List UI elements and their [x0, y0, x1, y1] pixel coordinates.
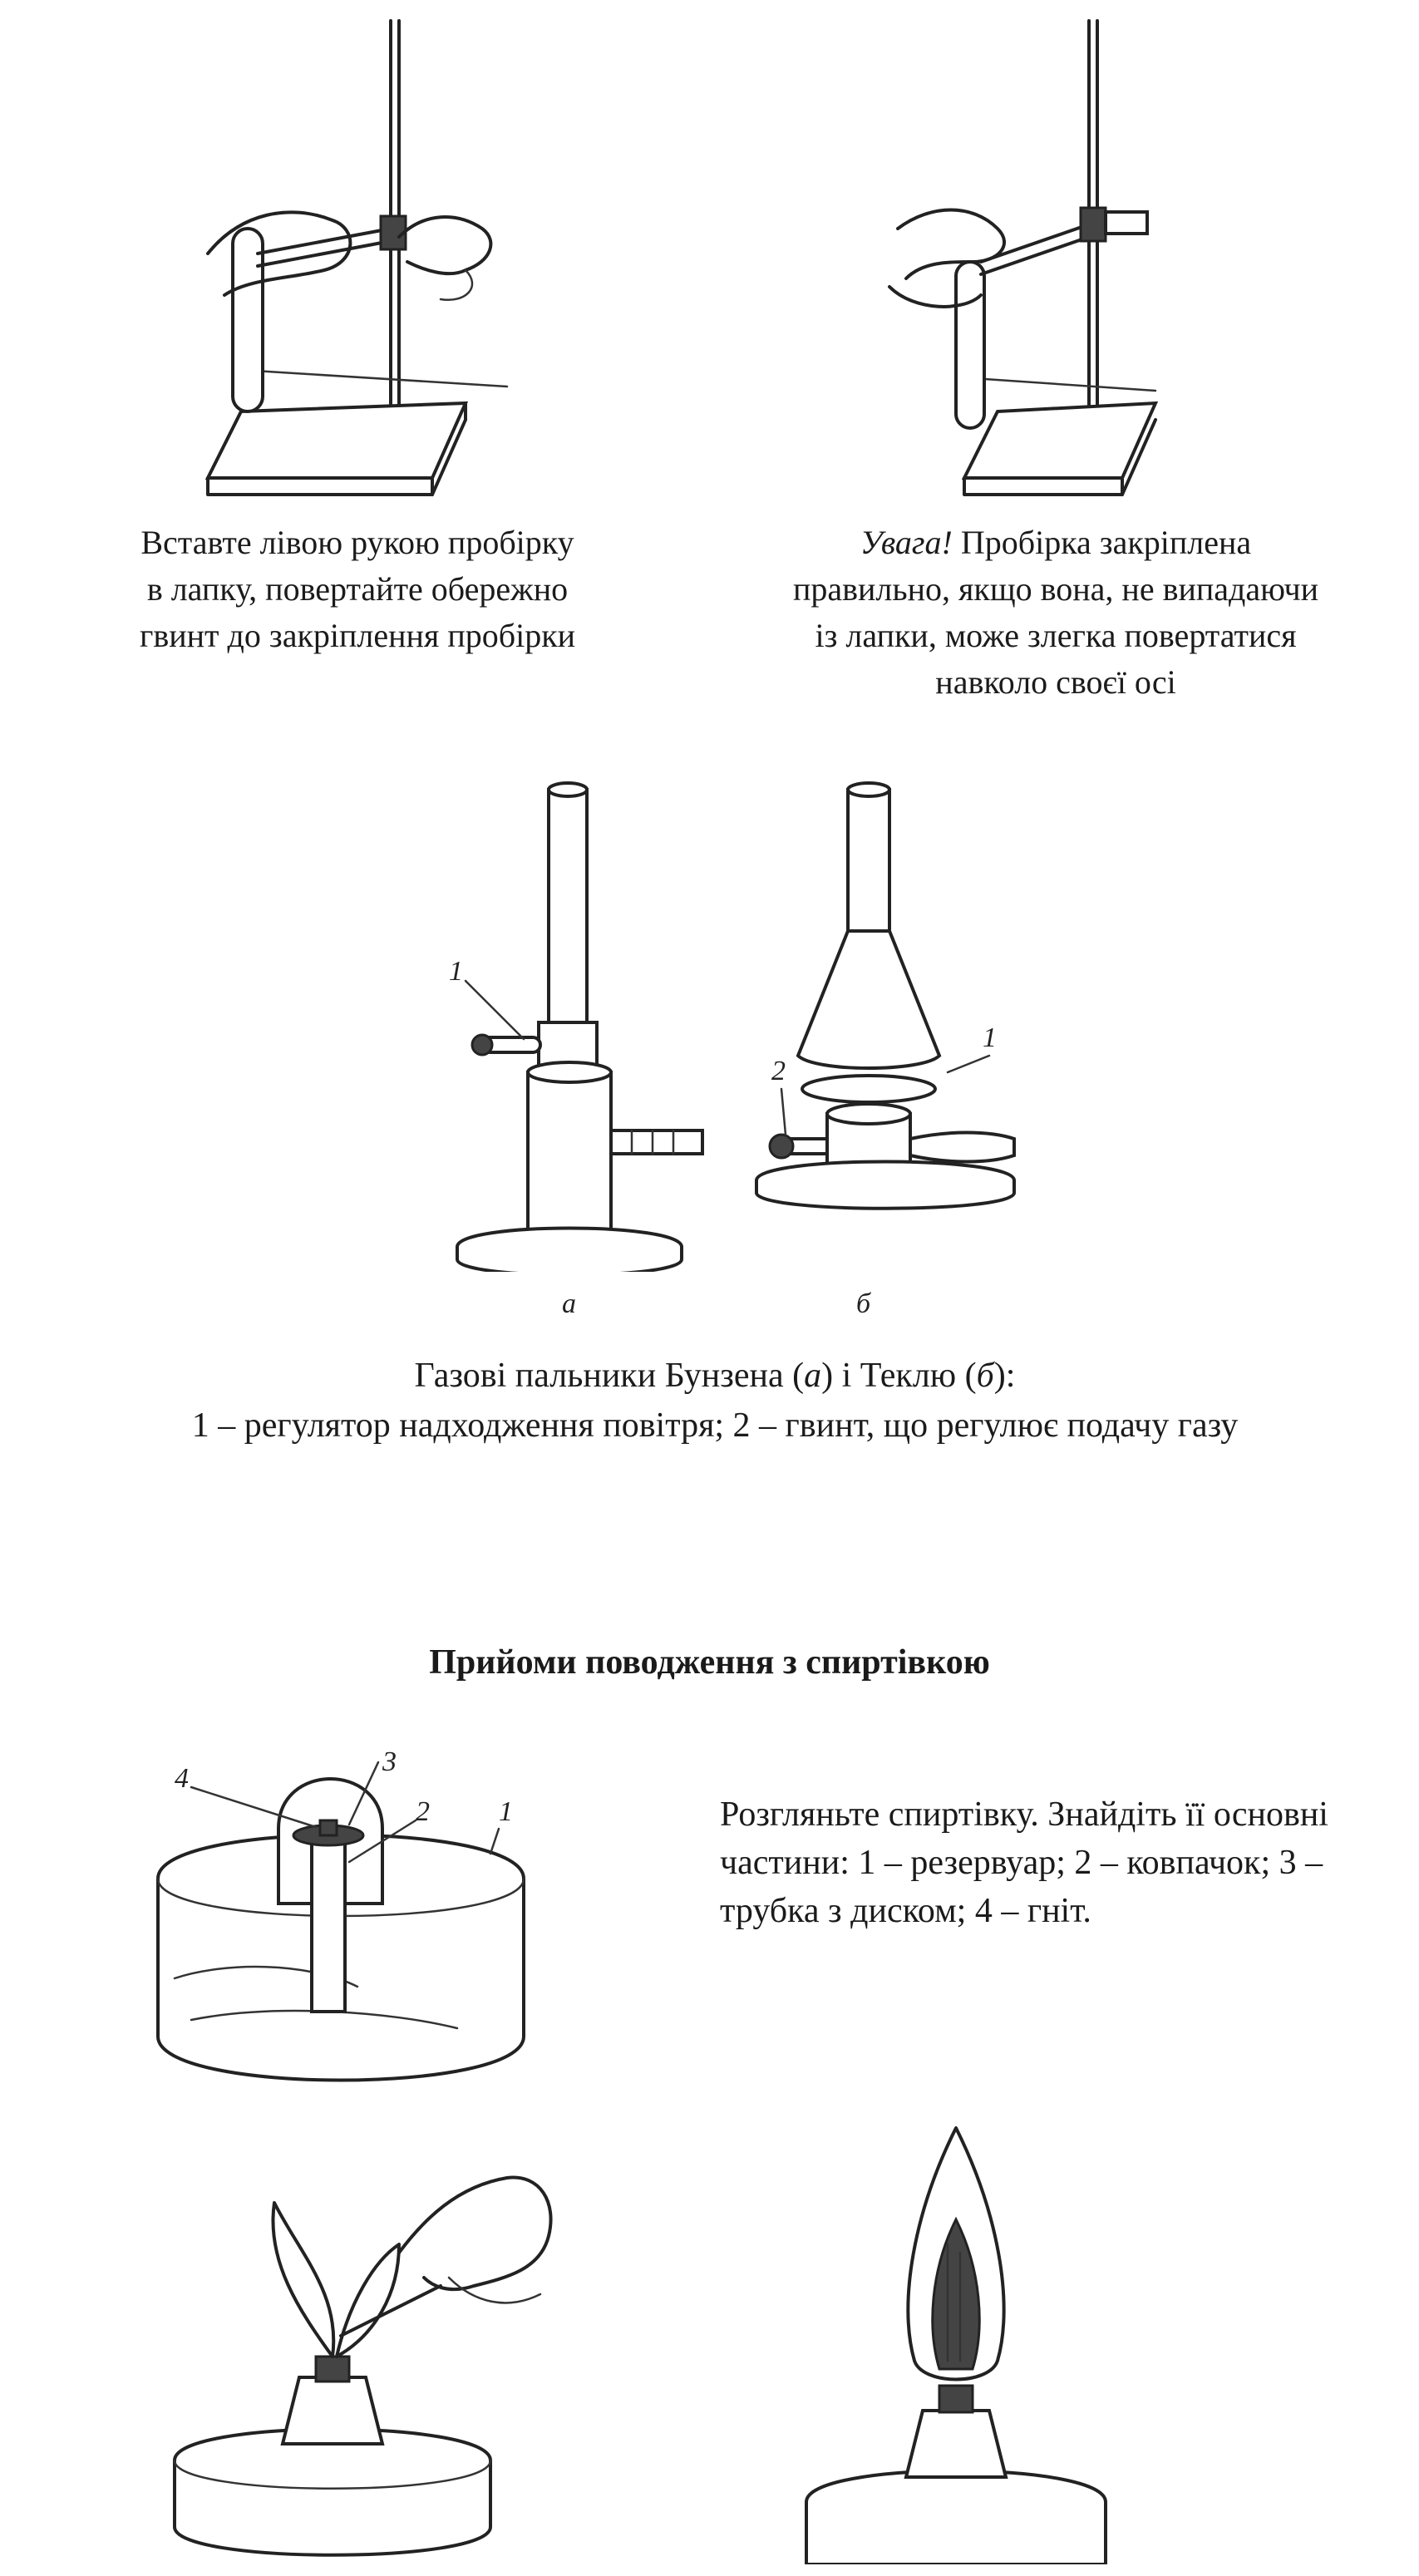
- lamp-label-4: 4: [175, 1763, 189, 1794]
- burner-label-2: 2: [771, 1056, 786, 1086]
- lamp-label-2: 2: [416, 1796, 430, 1827]
- bunsen-burner-illustration: 1: [441, 773, 715, 1272]
- burner-label-b: б: [856, 1288, 871, 1319]
- attention-word: Увага!: [860, 524, 953, 561]
- lamp-label-3: 3: [382, 1746, 397, 1777]
- spirit-lamp-instructions: Розгляньте спиртівку. Знайдіть її основн…: [720, 1795, 1328, 1930]
- right-caption-line: навколо своєї осі: [935, 663, 1176, 701]
- caption-text: Газові пальники Бунзена (: [414, 1357, 805, 1395]
- burners-caption-legend: 1 – регулятор надходження повітря; 2 – г…: [191, 1406, 1239, 1445]
- stand-insert-illustration: [191, 12, 549, 511]
- burning-spirit-lamp-illustration: [790, 2111, 1122, 2564]
- left-caption-line: Вставте лівою рукою пробірку: [140, 524, 574, 561]
- lamp-label-1: 1: [499, 1796, 513, 1827]
- burners-caption: Газові пальники Бунзена (а) і Теклю (б):…: [33, 1351, 1397, 1451]
- stand-fixed-illustration: [873, 12, 1189, 511]
- burner-label-1: 1: [449, 956, 463, 987]
- burner-label-1b: 1: [983, 1022, 997, 1053]
- left-caption-line: гвинт до закріплення пробірки: [139, 617, 576, 654]
- right-caption-line: правильно, якщо вона, не випадаючи: [792, 570, 1319, 608]
- right-caption-line: із лапки, може злегка повертатися: [815, 617, 1297, 654]
- caption-text: ):: [993, 1357, 1016, 1395]
- right-caption-line: Увага! Пробірка закріплена: [723, 520, 1388, 566]
- caption-italic-b: б: [976, 1357, 994, 1395]
- spirit-lamp-parts-illustration: 4 3 2 1: [141, 1737, 540, 2103]
- spirit-lamp-heading: Прийоми поводження з спиртівкою: [429, 1643, 990, 1682]
- left-caption-line: в лапку, повертайте обережно: [146, 570, 569, 608]
- caption-text: ) і Теклю (: [821, 1357, 977, 1395]
- right-caption: Увага! Пробірка закріплена правильно, як…: [723, 520, 1388, 706]
- burner-label-a: а: [562, 1288, 576, 1319]
- teclu-burner-illustration: 1 2: [748, 773, 1031, 1272]
- lighting-spirit-lamp-illustration: [158, 2170, 574, 2560]
- right-caption-line-rest: Пробірка закріплена: [952, 524, 1252, 561]
- caption-italic-a: а: [804, 1357, 822, 1395]
- burners-caption-title: Газові пальники Бунзена (а) і Теклю (б):: [33, 1351, 1397, 1401]
- left-caption: Вставте лівою рукою пробірку в лапку, по…: [50, 520, 665, 659]
